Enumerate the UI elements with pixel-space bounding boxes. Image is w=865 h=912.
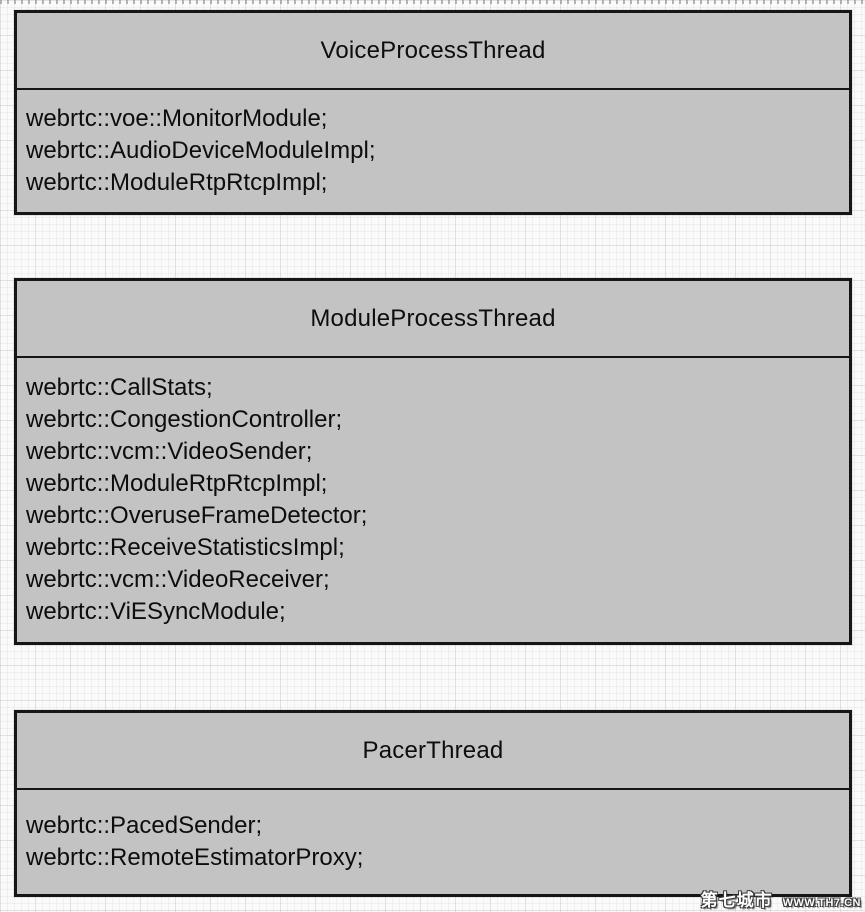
- voice-process-thread-modules: webrtc::voe::MonitorModule;webrtc::Audio…: [17, 90, 849, 212]
- module-list-item: webrtc::voe::MonitorModule;: [26, 105, 328, 132]
- module-process-thread-box: ModuleProcessThread webrtc::CallStats;we…: [14, 278, 852, 645]
- module-list-item: webrtc::vcm::VideoSender;: [26, 438, 313, 465]
- module-list-item: webrtc::ReceiveStatisticsImpl;: [26, 534, 345, 561]
- module-process-thread-modules: webrtc::CallStats;webrtc::CongestionCont…: [17, 358, 849, 642]
- module-list-item: webrtc::vcm::VideoReceiver;: [26, 566, 330, 593]
- module-list-item: webrtc::CongestionController;: [26, 406, 343, 433]
- pacer-thread-box: PacerThread webrtc::PacedSender;webrtc::…: [14, 710, 852, 897]
- module-list-item: webrtc::ViESyncModule;: [26, 598, 286, 625]
- grid-top-edge-ticks: [0, 0, 865, 4]
- watermark: 第七城市 WWW.TH7.CN: [701, 886, 861, 911]
- module-list-item: webrtc::AudioDeviceModuleImpl;: [26, 137, 376, 164]
- module-list-item: webrtc::OveruseFrameDetector;: [26, 502, 368, 529]
- module-list-item: webrtc::PacedSender;: [26, 812, 263, 839]
- pacer-thread-title: PacerThread: [17, 713, 849, 790]
- watermark-site-name: 第七城市: [700, 891, 773, 910]
- module-list-item: webrtc::ModuleRtpRtcpImpl;: [26, 470, 328, 497]
- module-list-item: webrtc::CallStats;: [26, 374, 213, 401]
- module-process-thread-title: ModuleProcessThread: [17, 281, 849, 358]
- thread-diagram: VoiceProcessThread webrtc::voe::MonitorM…: [14, 10, 852, 897]
- watermark-site-url: WWW.TH7.CN: [782, 897, 861, 909]
- module-list-item: webrtc::RemoteEstimatorProxy;: [26, 844, 364, 871]
- pacer-thread-modules: webrtc::PacedSender;webrtc::RemoteEstima…: [17, 790, 849, 894]
- voice-process-thread-title: VoiceProcessThread: [17, 13, 849, 90]
- voice-process-thread-box: VoiceProcessThread webrtc::voe::MonitorM…: [14, 10, 852, 215]
- module-list-item: webrtc::ModuleRtpRtcpImpl;: [26, 169, 328, 196]
